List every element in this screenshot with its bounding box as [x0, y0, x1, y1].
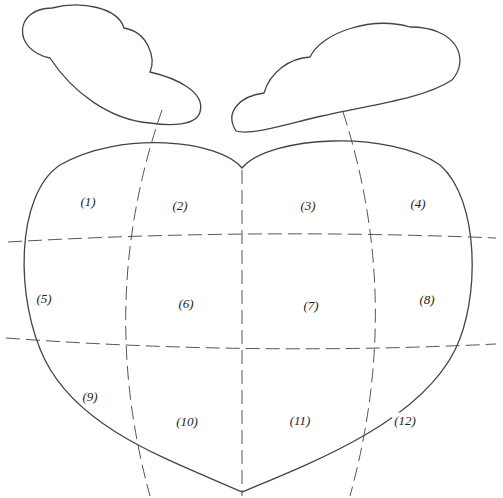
- left-leaf: [22, 5, 200, 125]
- guide-line: [242, 170, 243, 496]
- callout-number: (11): [288, 413, 313, 428]
- callout-number: (5): [34, 291, 53, 306]
- right-leaf: [232, 23, 460, 132]
- callout-number: (3): [298, 198, 317, 213]
- apple-outline: [24, 141, 472, 492]
- guide-line: [6, 338, 496, 349]
- callout-number: (1): [78, 194, 97, 209]
- guide-line: [343, 112, 375, 496]
- callout-number: (2): [170, 198, 189, 213]
- callout-number: (8): [417, 292, 436, 307]
- guide-line: [126, 110, 162, 496]
- guide-line: [8, 234, 496, 242]
- callout-number: (12): [392, 413, 418, 428]
- callout-number: (9): [80, 389, 99, 404]
- callout-number: (10): [174, 414, 200, 429]
- callout-number: (6): [176, 296, 195, 311]
- callout-number: (7): [301, 298, 320, 313]
- callout-number: (4): [408, 196, 427, 211]
